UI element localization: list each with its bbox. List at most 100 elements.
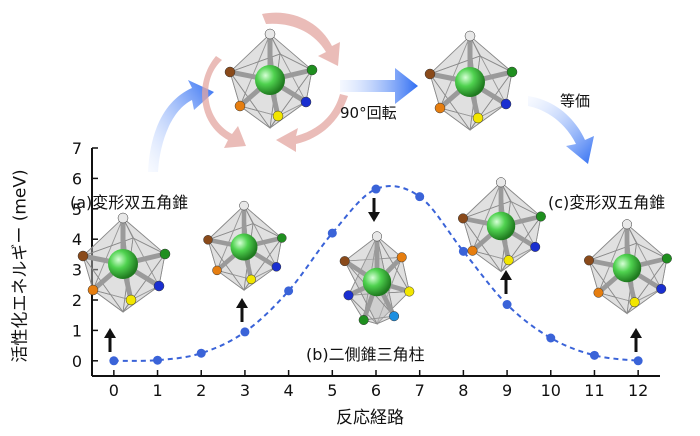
x-tick-label: 6 [371, 381, 381, 400]
data-point [327, 228, 337, 238]
rotation-swirl-icon [262, 12, 340, 66]
ligand-atom [125, 294, 137, 306]
data-point [153, 355, 163, 365]
x-tick-label: 3 [240, 381, 250, 400]
ligand-atom [224, 66, 236, 78]
ligand-atom [535, 211, 546, 222]
ligand-atom [424, 68, 436, 80]
ligand-atom [506, 66, 518, 78]
ligand-atom [239, 200, 249, 211]
ligand-atom [339, 256, 350, 267]
annotation-c: (c)変形双五角錐 [548, 193, 666, 212]
ligand-atom [272, 110, 284, 122]
ligand-atom [343, 290, 354, 301]
ligand-atom [277, 233, 287, 243]
center-atom [362, 267, 392, 297]
annotation-b: (b)二側錐三角柱 [306, 345, 425, 364]
x-axis-label: 反応経路 [336, 408, 404, 428]
ligand-atom [77, 250, 89, 262]
ligand-atom [500, 98, 512, 110]
x-tick-label: 4 [284, 381, 294, 400]
ligand-atom [203, 235, 213, 245]
x-tick-label: 0 [109, 381, 119, 400]
arrow-up-icon [104, 328, 116, 352]
rotate-arrow-icon [340, 68, 418, 104]
arrow-up-icon [500, 270, 512, 294]
x-tick-label: 12 [628, 381, 648, 400]
ligand-atom [622, 219, 632, 230]
ligand-atom [271, 262, 282, 272]
data-points [109, 184, 643, 366]
ligand-atom [87, 284, 99, 296]
ligand-atom [496, 177, 506, 188]
ligand-atom [458, 213, 468, 224]
center-atom [255, 65, 285, 95]
ligand-atom [234, 100, 246, 112]
rotation-swirl-icon [202, 56, 246, 148]
ligand-atom [372, 231, 382, 242]
data-point [633, 356, 643, 366]
y-axis-label: 活性化エネルギー (meV) [10, 169, 31, 363]
polyhedron-c [584, 219, 672, 315]
ligand-atom [306, 64, 318, 76]
annotation-rotation: 90°回転 [340, 104, 397, 122]
y-tick-label: 0 [72, 352, 82, 371]
data-point [196, 348, 206, 358]
y-tick-label: 3 [72, 261, 82, 280]
center-atom [455, 67, 485, 97]
ligand-atom [396, 252, 407, 263]
y-tick-label: 1 [72, 321, 82, 340]
ligand-atom [593, 287, 604, 298]
ligand-atom [300, 96, 312, 108]
ligand-atom [661, 253, 672, 264]
polyhedron-step-3 [203, 200, 287, 292]
ligand-atom [117, 212, 129, 224]
y-tick-label: 7 [72, 139, 82, 158]
x-tick-label: 11 [584, 381, 604, 400]
ligand-atom [358, 315, 369, 325]
data-point [109, 356, 119, 366]
ligand-atom [404, 286, 415, 297]
rotation-swirl-icon [276, 94, 348, 152]
x-tick-label: 5 [327, 381, 337, 400]
arrow-up-icon [630, 328, 642, 352]
ligand-atom [464, 30, 476, 42]
ligand-atom [503, 255, 514, 266]
ligand-atom [467, 245, 478, 256]
ligand-atom [530, 241, 541, 252]
polyhedron-rotated-view [424, 30, 518, 132]
ligand-atom [246, 274, 256, 285]
y-tick-label: 2 [72, 291, 82, 310]
annotation-equivalent: 等価 [560, 92, 591, 110]
polyhedron-rotation-view [224, 28, 318, 130]
curved-arrow-down-icon [528, 96, 594, 164]
ligand-atom [159, 248, 171, 260]
ligand-atom [656, 283, 667, 294]
ligand-atom [389, 311, 400, 322]
ligand-atom [212, 265, 222, 276]
axis-ticks [92, 147, 639, 376]
data-point [371, 184, 381, 194]
x-tick-label: 9 [502, 381, 512, 400]
center-atom [612, 253, 642, 283]
y-tick-label: 4 [72, 230, 82, 249]
ligand-atom [153, 280, 165, 292]
ligand-atom [584, 255, 594, 266]
x-tick-label: 2 [196, 381, 206, 400]
center-atom [486, 211, 516, 241]
data-point [415, 192, 425, 202]
polyhedron-step-9 [458, 177, 546, 273]
x-tick-label: 8 [458, 381, 468, 400]
ligand-atom [629, 297, 640, 308]
arrow-down-icon [368, 198, 380, 222]
center-atom [230, 233, 258, 261]
data-point [502, 300, 512, 310]
ligand-atom [472, 112, 484, 124]
polyhedron-a [77, 212, 171, 314]
data-point [240, 327, 250, 337]
ligand-atom [264, 28, 276, 40]
ligand-atom [434, 102, 446, 114]
polyhedron-b [339, 231, 415, 325]
